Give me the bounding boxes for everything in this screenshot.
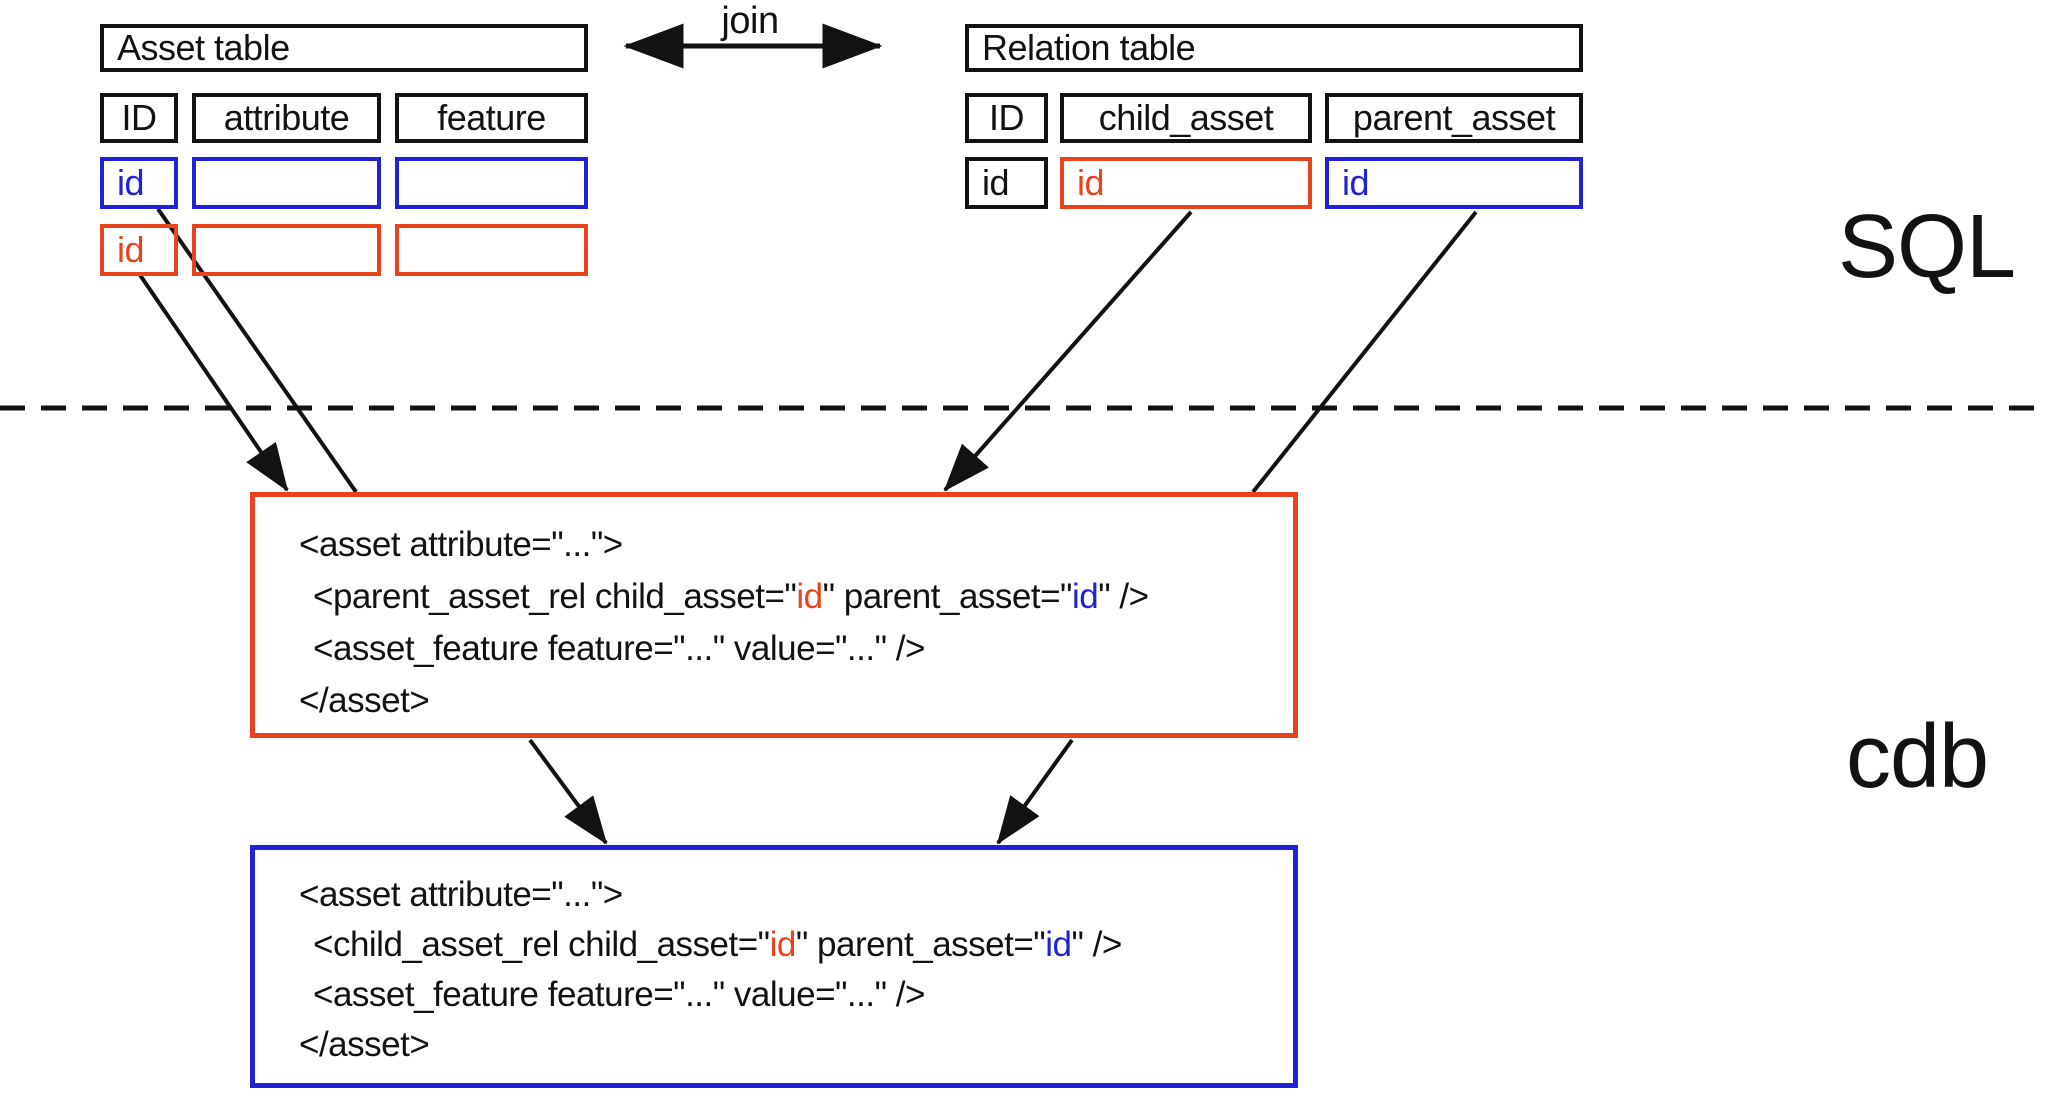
arrow-sql-box-to-cdb-box-right [996,738,1074,845]
sql-code-line-asset-close: </asset> [299,681,430,720]
code-segment: <child_asset_rel child_asset=" [313,925,770,964]
sql-section-label: SQL [1838,197,2016,297]
asset-table-row2-feature-cell [395,224,588,276]
code-segment: " parent_asset=" [822,577,1073,616]
sql-code-line-asset-open: <asset attribute="..."> [299,525,623,564]
cdb-code-line-child-asset-rel: <child_asset_rel child_asset="id" parent… [299,920,1293,970]
relation-table-row-parent-asset-cell: id [1325,157,1583,209]
asset-table-row1-id-cell: id [100,157,178,209]
cdb-section-label: cdb [1846,707,1989,807]
arrow-relation-child-id-to-sql-box [943,210,1193,492]
sql-code-line-asset-feature: <asset_feature feature="..." value="..."… [313,629,925,668]
arrow-sql-box-to-cdb-box-left [528,738,608,845]
asset-table-row1-feature-cell [395,157,588,209]
code-segment-parent-id: id [1071,577,1099,616]
asset-table-row2-id-cell: id [100,224,178,276]
code-segment-child-id: id [769,925,797,964]
sql-xml-box: <asset attribute="..."> <parent_asset_re… [250,492,1298,738]
asset-table-header-feature: feature [395,93,588,143]
relation-table-row-id-cell: id [965,157,1048,209]
cdb-code-line-asset-open: <asset attribute="..."> [299,875,623,914]
cdb-code-line-asset-feature: <asset_feature feature="..." value="..."… [313,975,925,1014]
relation-table-title: Relation table [965,24,1583,72]
relation-table-row-child-asset-cell: id [1060,157,1312,209]
code-segment: <parent_asset_rel child_asset=" [313,577,797,616]
code-segment: " /> [1071,925,1122,964]
line-asset-blue-id-to-sql-box [156,207,358,494]
asset-table-row1-attribute-cell [192,157,381,209]
cdb-code-line-asset-close: </asset> [299,1025,430,1064]
asset-table-row2-attribute-cell [192,224,381,276]
code-segment: " parent_asset=" [795,925,1046,964]
cdb-xml-box: <asset attribute="..."> <child_asset_rel… [250,845,1298,1088]
asset-table-title: Asset table [100,24,588,72]
relation-table-header-child-asset: child_asset [1060,93,1312,143]
asset-table-header-attribute: attribute [192,93,381,143]
asset-table-header-id: ID [100,93,178,143]
relation-table-header-parent-asset: parent_asset [1325,93,1583,143]
code-segment: " /> [1098,577,1149,616]
join-label: join [721,0,779,42]
code-segment-child-id: id [796,577,823,616]
sql-code-line-parent-asset-rel: <parent_asset_rel child_asset="id" paren… [299,571,1293,623]
relation-table-header-id: ID [965,93,1048,143]
code-segment-parent-id: id [1045,925,1072,964]
line-relation-parent-id-to-sql-box [1251,210,1478,494]
arrow-asset-red-id-to-sql-box [138,273,289,492]
